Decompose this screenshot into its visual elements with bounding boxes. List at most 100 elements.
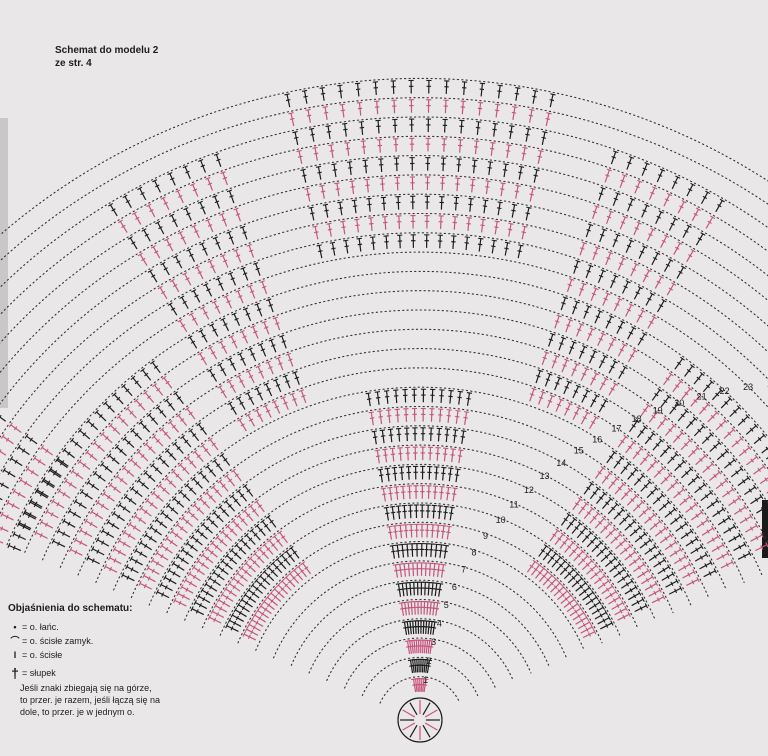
- stitch-mark: [150, 245, 161, 259]
- stitch-mark: [634, 603, 649, 613]
- stitch-mark: [138, 420, 151, 433]
- stitch-mark: [651, 594, 666, 604]
- stitch-mark: [739, 513, 753, 524]
- stitch-mark: [288, 545, 300, 559]
- stitch-mark: [720, 559, 735, 569]
- stitch-mark: [569, 605, 583, 617]
- stitch-mark: [127, 521, 141, 532]
- stitch-mark: [588, 349, 598, 364]
- stitch-mark: [699, 560, 713, 570]
- stitch-mark: [744, 484, 757, 496]
- stitch-mark: [176, 591, 190, 601]
- stitch-mark: [62, 518, 76, 528]
- stitch-mark: [392, 525, 398, 539]
- stitch-mark: [468, 197, 474, 212]
- stitch-mark: [401, 504, 407, 519]
- stitch-mark: [612, 233, 621, 248]
- stitch-mark: [581, 530, 594, 543]
- stitch-mark: [368, 411, 375, 426]
- stitch-mark: [217, 504, 230, 517]
- chain-row-arc: [0, 155, 768, 344]
- chain-row-arc: [0, 232, 768, 475]
- chain-row-arc: [344, 637, 496, 689]
- chain-row-arc: [326, 618, 514, 682]
- stitch-mark: [604, 168, 613, 183]
- stitch-mark: [328, 144, 335, 159]
- stitch-mark: [395, 505, 402, 520]
- stitch-mark: [624, 549, 638, 561]
- stitch-mark: [237, 418, 247, 432]
- chain-row-arc: [0, 135, 768, 316]
- stitch-mark: [599, 377, 609, 391]
- stitch-mark: [663, 192, 673, 207]
- stitch-mark: [225, 623, 239, 632]
- stitch-mark: [207, 345, 218, 360]
- chain-row-arc: [272, 560, 568, 659]
- stitch-mark: [730, 466, 744, 478]
- stitch-mark: [25, 466, 39, 477]
- stitch-mark: [227, 617, 242, 627]
- stitch-mark: [157, 483, 170, 495]
- stitch-mark: [69, 437, 83, 449]
- stitch-mark: [207, 575, 221, 586]
- stitch-mark: [454, 409, 461, 424]
- stitch-mark: [616, 320, 626, 334]
- stitch-mark: [561, 358, 570, 373]
- stitch-mark: [755, 542, 768, 552]
- stitch-mark: [575, 580, 588, 592]
- stitch-mark: [480, 218, 486, 233]
- left-edge-strip: [0, 118, 8, 408]
- stitch-mark: [268, 590, 282, 603]
- stitch-mark: [7, 542, 22, 552]
- stitch-mark: [694, 482, 707, 494]
- stitch-mark: [514, 86, 521, 101]
- stitch-mark: [426, 659, 433, 674]
- row-number-label: 21: [697, 392, 707, 402]
- legend-item-double-crochet: † = słupek: [8, 666, 258, 680]
- stitch-mark: [145, 498, 158, 510]
- legend-item-slip-stitch: ⌒ = o. ścisłe zamyk.: [8, 634, 258, 648]
- stitch-mark: [122, 194, 132, 209]
- stitch-mark: [408, 99, 414, 113]
- stitch-mark: [586, 563, 599, 575]
- stitch-mark: [612, 192, 621, 206]
- stitch-mark: [559, 536, 571, 549]
- stitch-mark: [728, 532, 742, 543]
- stitch-mark: [257, 547, 269, 560]
- stitch-mark: [0, 511, 14, 521]
- stitch-mark: [598, 186, 606, 201]
- stitch-mark: [627, 467, 639, 480]
- stitch-mark: [272, 586, 285, 599]
- stitch-mark: [319, 184, 326, 199]
- stitch-mark: [581, 389, 591, 403]
- stitch-mark: [475, 121, 482, 135]
- stitch-mark: [223, 499, 236, 512]
- stitch-mark: [738, 445, 752, 457]
- row-number-label: 7: [461, 565, 466, 575]
- stitch-mark: [242, 508, 254, 522]
- stitch-mark: [452, 215, 458, 230]
- chain-row-arc: [148, 425, 692, 606]
- stitch-mark: [419, 523, 425, 538]
- stitch-mark: [680, 438, 693, 451]
- stitch-mark: [636, 425, 648, 438]
- stitch-mark: [377, 468, 384, 483]
- stitch-mark: [419, 562, 425, 576]
- stitch-mark: [382, 448, 388, 463]
- stitch-mark: [644, 431, 656, 445]
- stitch-mark: [693, 424, 706, 437]
- stitch-mark: [590, 371, 600, 386]
- stitch-mark: [78, 527, 93, 538]
- stitch-mark: [262, 569, 275, 582]
- stitch-mark: [430, 524, 436, 538]
- stitch-mark: [618, 365, 628, 379]
- stitch-mark: [393, 138, 399, 152]
- stitch-mark: [186, 509, 199, 521]
- stitch-mark: [440, 563, 447, 578]
- stitch-mark: [602, 292, 611, 306]
- stitch-mark: [339, 103, 346, 118]
- stitch-mark: [399, 543, 406, 558]
- stitch-mark: [737, 475, 751, 487]
- stitch-mark: [728, 495, 742, 507]
- stitch-mark: [479, 82, 486, 97]
